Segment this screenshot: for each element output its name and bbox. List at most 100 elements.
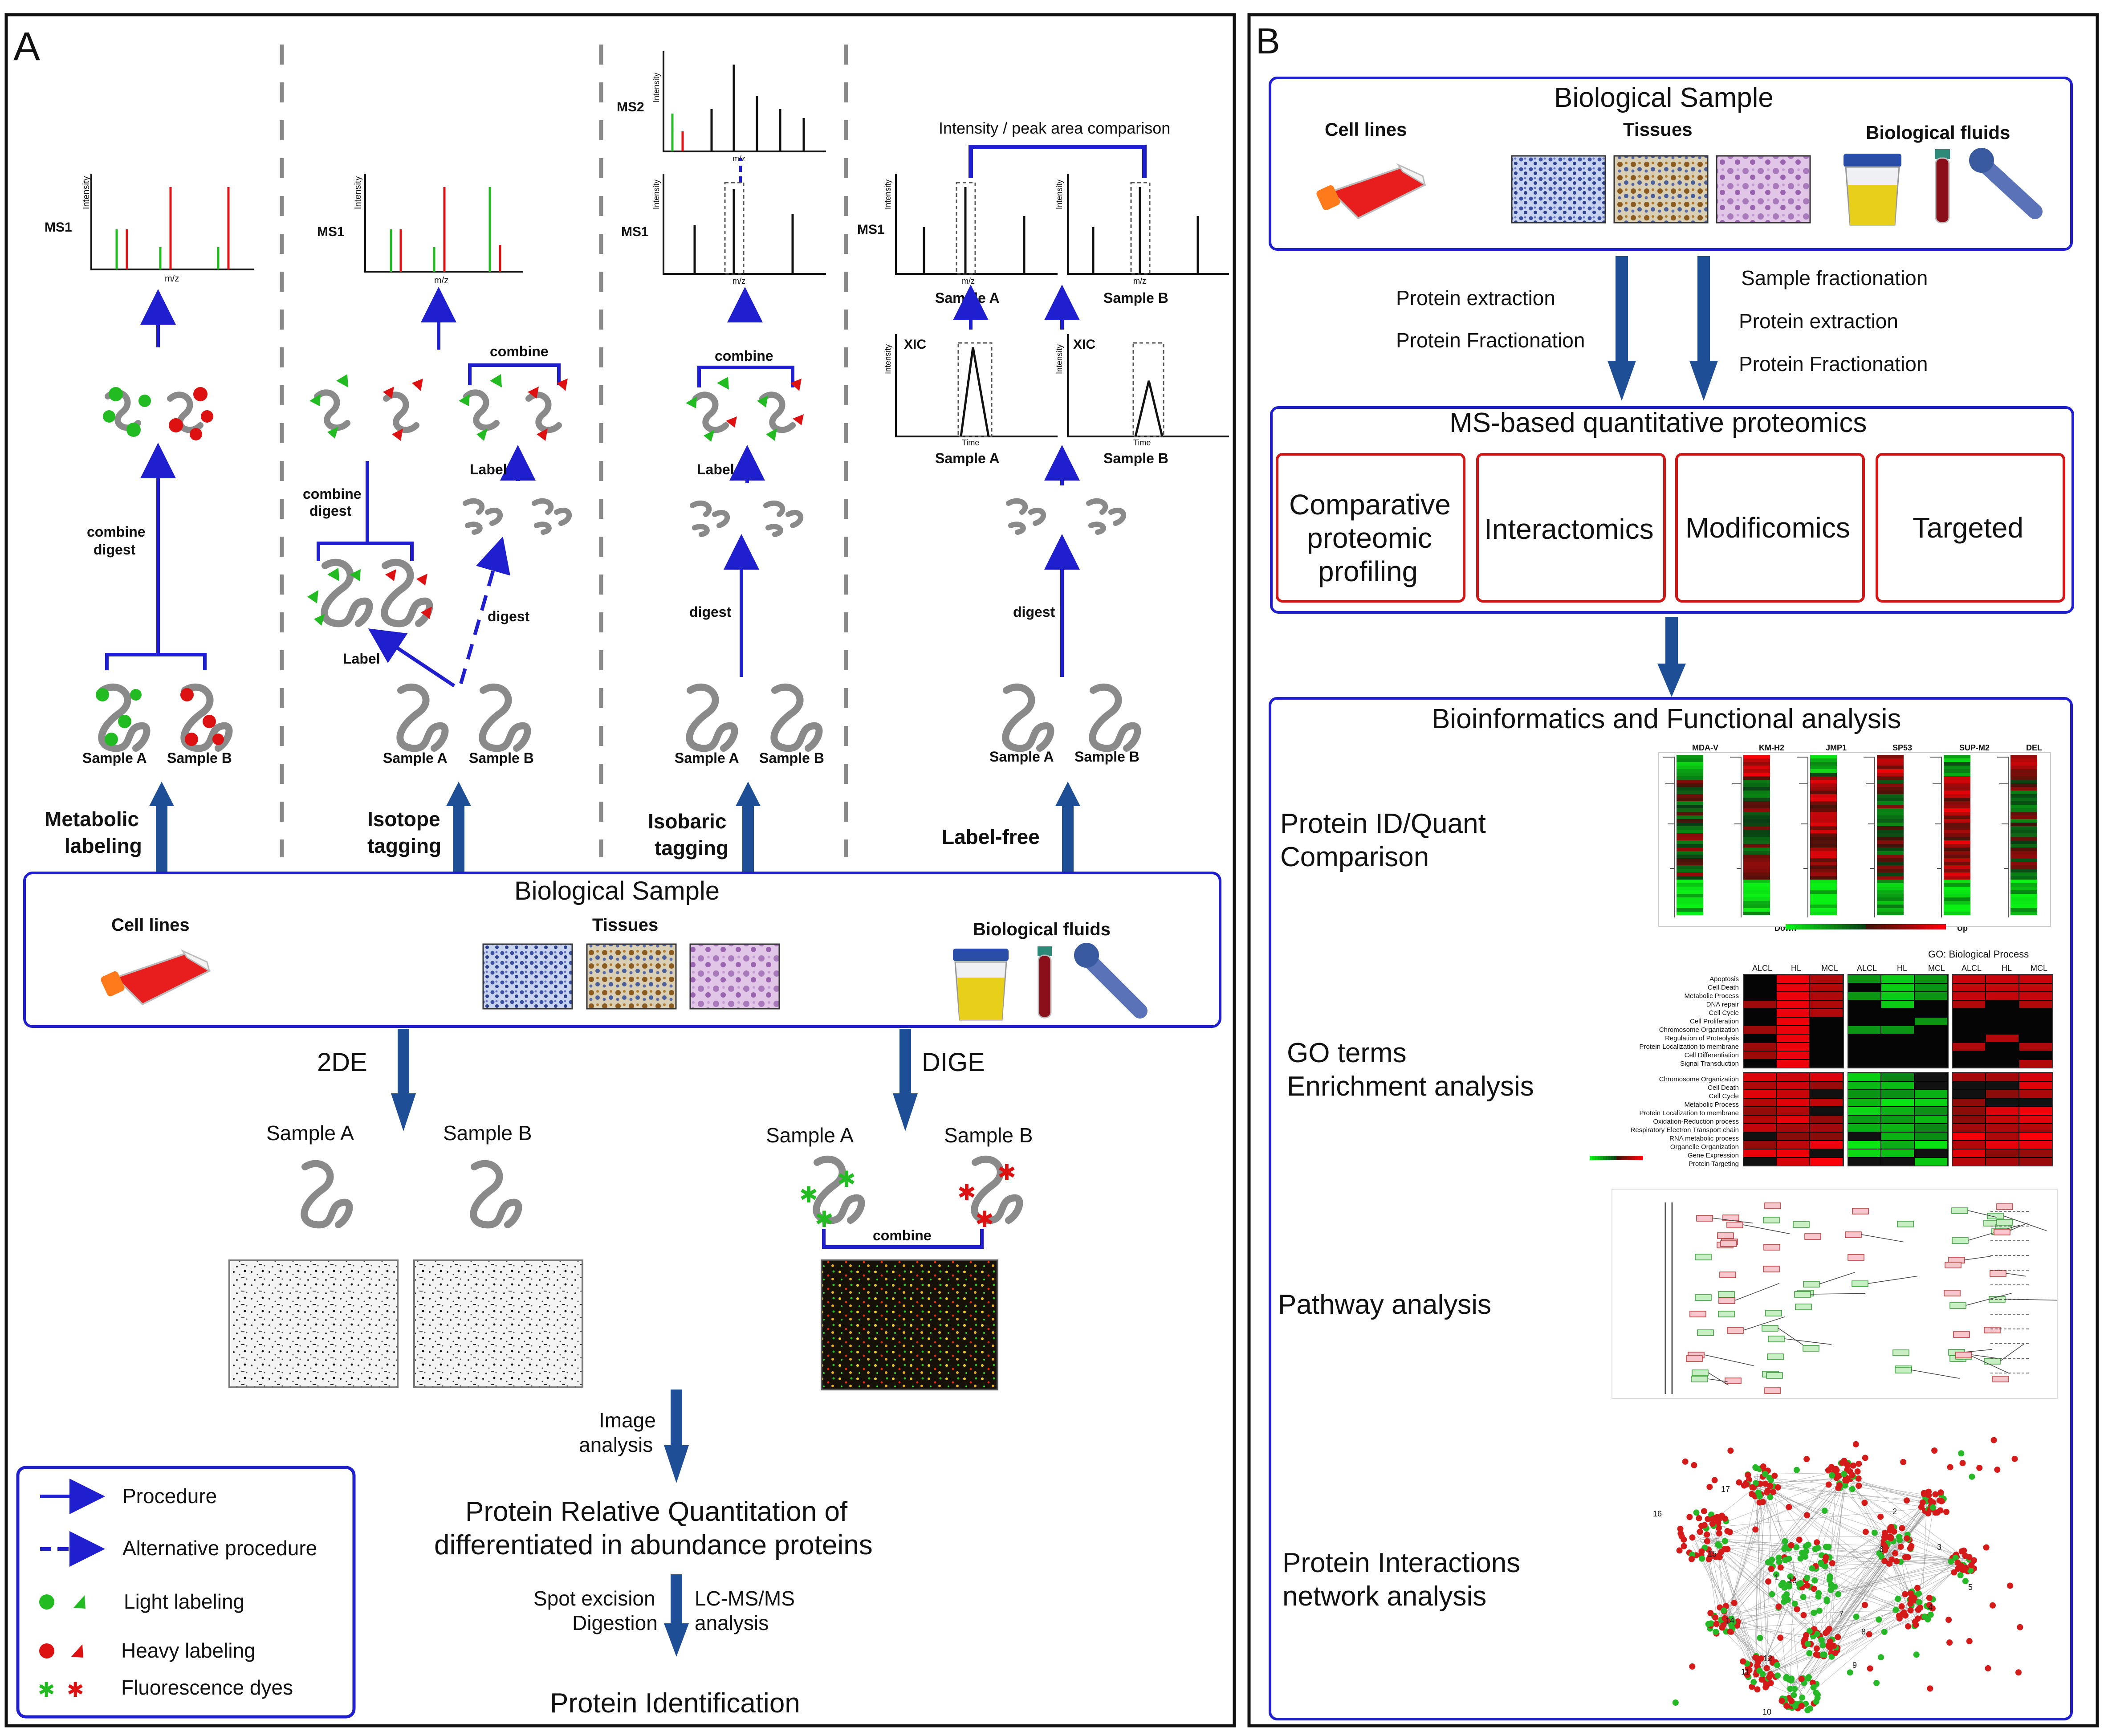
sample-b-label: Sample B xyxy=(944,1124,1033,1147)
network-cluster-label: 8 xyxy=(1861,1627,1866,1636)
intensity-label: Intensity xyxy=(353,176,363,209)
ms1-label: MS1 xyxy=(317,224,345,239)
network-cluster-label: 2 xyxy=(1892,1507,1897,1516)
bio-sample-box-b: Biological Sample Cell lines Tissues Bio… xyxy=(1269,77,2073,251)
proteins xyxy=(689,687,819,749)
label-text: Label xyxy=(697,461,734,477)
image-analysis-label: Image xyxy=(599,1409,656,1432)
thick-arrow xyxy=(1608,256,1636,401)
sample-b-label: Sample B xyxy=(167,750,232,766)
method-metabolic: labeling xyxy=(65,834,142,857)
labeled-peptides xyxy=(686,377,804,442)
heatmap-col: SP53 xyxy=(1892,743,1912,752)
go-group: ALCL xyxy=(1752,964,1772,973)
step-right: Protein extraction xyxy=(1739,310,1898,333)
sample-b-label: Sample B xyxy=(1103,290,1168,306)
image-analysis-label: analysis xyxy=(579,1433,653,1456)
svg-text:✱: ✱ xyxy=(38,1678,55,1701)
svg-text:✱: ✱ xyxy=(957,1180,976,1205)
swab-icon xyxy=(1969,148,2043,219)
cluster-heatmap: MDA-V KM-H2 JMP1 SP53 SUP-M2 DEL Down Up xyxy=(1658,743,2051,933)
legend-fluor: Fluorescence dyes xyxy=(121,1676,293,1699)
thick-arrow xyxy=(1055,782,1080,873)
legend-light: Light labeling xyxy=(124,1590,244,1613)
ms1-spectrum: MS1 Intensity m/z xyxy=(317,174,523,285)
bioinformatics-box: Bioinformatics and Functional analysis P… xyxy=(1269,697,2073,1720)
section-pathway: Pathway analysis xyxy=(1278,1289,1491,1320)
gel-image xyxy=(413,1259,583,1388)
cell-lines-label: Cell lines xyxy=(1325,119,1407,140)
method-metabolic: Metabolic xyxy=(45,807,139,831)
ms-box-comparative: proteomic xyxy=(1307,522,1432,554)
intensity-label: Intensity xyxy=(1055,179,1064,209)
label-text: Label xyxy=(343,651,380,667)
tissues-label: Tissues xyxy=(592,915,658,935)
ms1-spectrum-a: MS1 Intensity m/z xyxy=(857,174,1058,285)
peptide-fragments xyxy=(1009,501,1123,532)
tissue-image xyxy=(689,943,780,1010)
go-group: ALCL xyxy=(1962,964,1982,973)
label-text: Label xyxy=(470,461,507,477)
ms-box-targeted: Targeted xyxy=(1913,512,2023,544)
heatmap-col: KM-H2 xyxy=(1759,743,1784,752)
digest-label: digest xyxy=(309,503,352,519)
ms-box-comparative: profiling xyxy=(1318,555,1418,587)
network-cluster-label: 13 xyxy=(1788,1576,1797,1585)
go-term: Organelle Organization xyxy=(1670,1143,1739,1151)
mz-label: m/z xyxy=(434,276,448,285)
blood-tube-icon xyxy=(1935,149,1950,224)
method-isobaric: tagging xyxy=(655,836,728,860)
ms2-label: MS2 xyxy=(617,100,644,114)
ms2-spectrum: MS2 Intensity m/z xyxy=(617,51,826,163)
method-isobaric: Isobaric xyxy=(648,810,726,833)
go-term: Cell Differentiation xyxy=(1685,1051,1739,1059)
legend-procedure: Procedure xyxy=(122,1484,217,1508)
thick-arrow xyxy=(149,782,174,873)
tissue-image xyxy=(586,943,677,1010)
combine-label: combine xyxy=(490,343,549,359)
thick-arrow xyxy=(446,782,471,873)
sample-b-label: Sample B xyxy=(759,750,824,766)
sample-a-label: Sample A xyxy=(266,1121,354,1145)
metabolic-column: MS1 Intensity m/z combine digest xyxy=(45,174,254,873)
panel-a: A MS1 Intensity m/z xyxy=(4,13,1236,1728)
tissue-image xyxy=(482,943,573,1010)
spot-excision-label: Spot excision xyxy=(533,1587,655,1610)
combine-label: combine xyxy=(873,1227,932,1243)
peptide-fragments xyxy=(465,501,569,532)
digest-label: digest xyxy=(1013,604,1055,620)
step-right: Sample fractionation xyxy=(1741,266,1928,289)
mz-label: m/z xyxy=(1133,277,1146,285)
mz-label: m/z xyxy=(962,277,975,285)
flask-icon xyxy=(101,949,211,1006)
sample-a-label: Sample A xyxy=(935,450,1000,466)
intensity-label: Intensity xyxy=(652,73,661,102)
panel-b: B Biological Sample Cell lines Tissues B… xyxy=(1247,13,2099,1728)
go-term: Protein Localization to membrane xyxy=(1640,1043,1739,1051)
digest-label: digest xyxy=(689,604,732,620)
xic-label: XIC xyxy=(1073,337,1095,352)
urine-cup-icon xyxy=(953,949,1009,1021)
sample-a-label: Sample A xyxy=(766,1124,854,1147)
go-group: MCL xyxy=(2031,964,2047,973)
ms-box-comparative: Comparative xyxy=(1289,489,1451,521)
go-term: Cell Death xyxy=(1708,984,1739,991)
intensity-label: Intensity xyxy=(652,179,661,209)
bio-sample-box-a: Biological Sample Cell lines Tissues Bio… xyxy=(23,872,1221,1028)
cell-lines-label: Cell lines xyxy=(111,915,190,935)
sample-b-label: Sample B xyxy=(1074,749,1139,765)
go-term: Oxidation-Reduction process xyxy=(1653,1118,1739,1125)
xic-a: Intensity XIC Time xyxy=(883,334,1058,447)
go-group: HL xyxy=(2002,964,2012,973)
network-cluster-label: 15 xyxy=(1708,1549,1717,1558)
network-cluster-label: 6 xyxy=(1879,1545,1884,1554)
digest-label: digest xyxy=(94,542,136,558)
peptide-fragments xyxy=(692,503,801,534)
go-term: Regulation of Proteolysis xyxy=(1665,1035,1739,1042)
swab-icon xyxy=(1074,943,1148,1019)
dige-label: DIGE xyxy=(922,1048,985,1077)
heatmap-col: SUP-M2 xyxy=(1959,743,1990,752)
ms-box-interactomics: Interactomics xyxy=(1484,513,1654,545)
thick-arrow xyxy=(1689,256,1718,401)
